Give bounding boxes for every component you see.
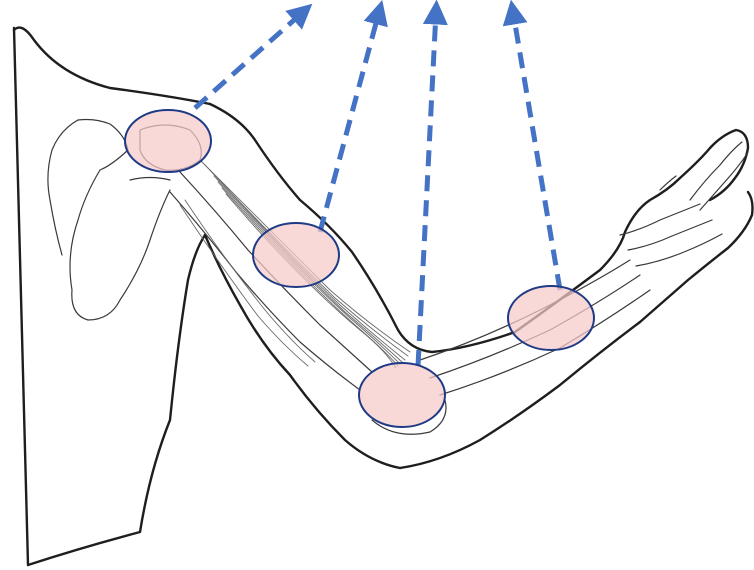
regions-group bbox=[125, 110, 594, 427]
region-elbow-joint bbox=[359, 363, 445, 427]
arrow-forearm bbox=[513, 12, 560, 290]
region-forearm bbox=[508, 286, 594, 350]
torso-outline bbox=[14, 28, 210, 565]
arrow-upper-arm-muscle bbox=[320, 12, 379, 232]
arrow-shoulder-joint bbox=[195, 12, 303, 108]
arrows-group bbox=[195, 12, 560, 366]
region-shoulder-joint bbox=[125, 110, 211, 172]
region-upper-arm-muscle bbox=[253, 223, 339, 287]
arrow-elbow-joint bbox=[418, 12, 436, 366]
